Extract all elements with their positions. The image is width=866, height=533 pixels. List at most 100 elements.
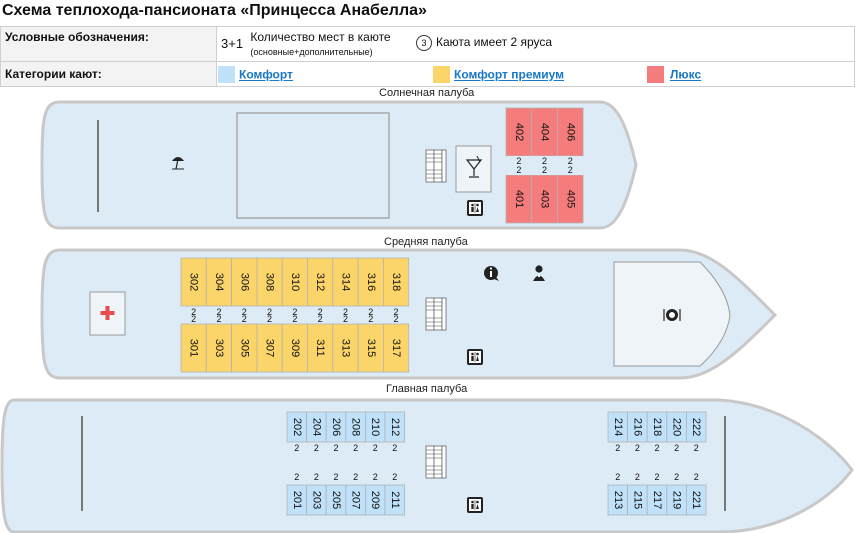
cabin-places: 2 — [318, 314, 323, 324]
lux-swatch — [647, 66, 664, 83]
cabin-306[interactable]: 306 — [231, 257, 258, 307]
cabin-box — [256, 323, 283, 373]
cabin-307[interactable]: 307 — [256, 323, 283, 373]
category-comfort-link[interactable]: Комфорт — [239, 67, 293, 82]
cabin-205[interactable]: 205 — [325, 484, 347, 516]
cabin-number: 220 — [671, 418, 683, 436]
cabin-304[interactable]: 304 — [205, 257, 233, 307]
cabin-311[interactable]: 311 — [307, 323, 334, 373]
category-comfort[interactable]: Комфорт — [218, 66, 293, 83]
cabin-places: 2 — [394, 314, 399, 324]
cabin-214[interactable]: 214 — [607, 411, 629, 443]
cabin-places: 2 — [674, 472, 679, 482]
cabin-number: 311 — [314, 339, 326, 357]
cabin-201[interactable]: 201 — [286, 484, 308, 516]
cabin-213[interactable]: 213 — [607, 484, 629, 516]
legend-categories-cell: Комфорт Комфорт премиум Люкс — [216, 61, 855, 87]
cabin-313[interactable]: 313 — [332, 323, 359, 373]
cabin-222[interactable]: 222 — [686, 411, 707, 443]
cabin-318[interactable]: 318 — [382, 257, 410, 307]
cabin-317[interactable]: 317 — [382, 323, 410, 373]
cabin-places: 2 — [267, 314, 272, 324]
cabin-202[interactable]: 202 — [286, 411, 308, 443]
cabin-221[interactable]: 221 — [686, 484, 707, 516]
cabin-box — [281, 323, 308, 373]
cabin-box — [205, 323, 233, 373]
legend-symbols-cell: 3+1 Количество мест в каюте (основные+до… — [216, 26, 855, 62]
cabin-places: 2 — [516, 165, 521, 175]
cabin-204[interactable]: 204 — [306, 411, 327, 443]
cabin-203[interactable]: 203 — [306, 484, 327, 516]
cabin-303[interactable]: 303 — [205, 323, 233, 373]
cabin-218[interactable]: 218 — [646, 411, 668, 443]
cabin-310[interactable]: 310 — [281, 257, 308, 307]
cabin-places: 2 — [654, 472, 659, 482]
cabin-places: 2 — [294, 443, 299, 453]
cabin-number: 217 — [651, 491, 663, 509]
cabin-312[interactable]: 312 — [307, 257, 334, 307]
cabin-406[interactable]: 406 — [557, 107, 584, 157]
cabin-box — [505, 174, 533, 224]
cabin-217[interactable]: 217 — [646, 484, 668, 516]
cabin-number: 222 — [690, 418, 702, 436]
category-premium-link[interactable]: Комфорт премиум — [454, 67, 565, 82]
cabin-number: 402 — [513, 123, 525, 141]
cabin-215[interactable]: 215 — [627, 484, 648, 516]
cabin-404[interactable]: 404 — [531, 107, 558, 157]
cabin-207[interactable]: 207 — [345, 484, 366, 516]
category-premium[interactable]: Комфорт премиум — [433, 66, 564, 83]
cabin-301[interactable]: 301 — [180, 323, 207, 373]
cabin-places: 2 — [392, 443, 397, 453]
cabin-211[interactable]: 211 — [384, 484, 406, 516]
cabin-places: 2 — [373, 472, 378, 482]
comfort-swatch — [218, 66, 235, 83]
cabin-box — [382, 257, 410, 307]
cabin-number: 201 — [291, 491, 303, 509]
places-number: 3+1 — [221, 36, 244, 51]
cabin-401[interactable]: 401 — [505, 174, 533, 224]
cabin-302[interactable]: 302 — [180, 257, 207, 307]
cabin-402[interactable]: 402 — [505, 107, 533, 157]
cabin-308[interactable]: 308 — [256, 257, 283, 307]
cabin-305[interactable]: 305 — [231, 323, 258, 373]
cabin-220[interactable]: 220 — [666, 411, 687, 443]
cabin-number: 218 — [651, 418, 663, 436]
cabin-315[interactable]: 315 — [357, 323, 384, 373]
cabin-216[interactable]: 216 — [627, 411, 648, 443]
cabin-number: 302 — [188, 273, 200, 291]
cabin-316[interactable]: 316 — [357, 257, 384, 307]
cabin-box — [332, 257, 359, 307]
cabin-places: 2 — [394, 307, 399, 317]
places-text: Количество мест в каюте — [250, 30, 391, 44]
cabin-places: 2 — [267, 307, 272, 317]
cabin-209[interactable]: 209 — [364, 484, 386, 516]
cabin-309[interactable]: 309 — [281, 323, 308, 373]
cabin-number: 313 — [339, 339, 351, 357]
stairs-icon — [425, 445, 447, 479]
cabin-405[interactable]: 405 — [557, 174, 584, 224]
cabin-places: 2 — [333, 443, 338, 453]
category-lux[interactable]: Люкс — [647, 66, 701, 83]
cabin-places: 2 — [392, 472, 397, 482]
cabin-number: 318 — [390, 273, 402, 291]
cabin-box — [357, 257, 384, 307]
cabin-208[interactable]: 208 — [345, 411, 366, 443]
cabin-number: 404 — [539, 123, 551, 141]
cabin-box — [531, 107, 558, 157]
cabin-314[interactable]: 314 — [332, 257, 359, 307]
cabin-places: 2 — [343, 314, 348, 324]
cabin-219[interactable]: 219 — [666, 484, 687, 516]
cabin-places: 2 — [191, 314, 196, 324]
cabin-212[interactable]: 212 — [384, 411, 406, 443]
cabin-places: 2 — [343, 307, 348, 317]
cabin-places: 2 — [635, 472, 640, 482]
cabin-places: 2 — [333, 472, 338, 482]
cabin-210[interactable]: 210 — [364, 411, 386, 443]
cabin-206[interactable]: 206 — [325, 411, 347, 443]
cabin-403[interactable]: 403 — [531, 174, 558, 224]
cabin-box — [307, 257, 334, 307]
category-lux-link[interactable]: Люкс — [670, 67, 702, 82]
cabin-box — [332, 323, 359, 373]
cabin-number: 301 — [188, 339, 200, 357]
